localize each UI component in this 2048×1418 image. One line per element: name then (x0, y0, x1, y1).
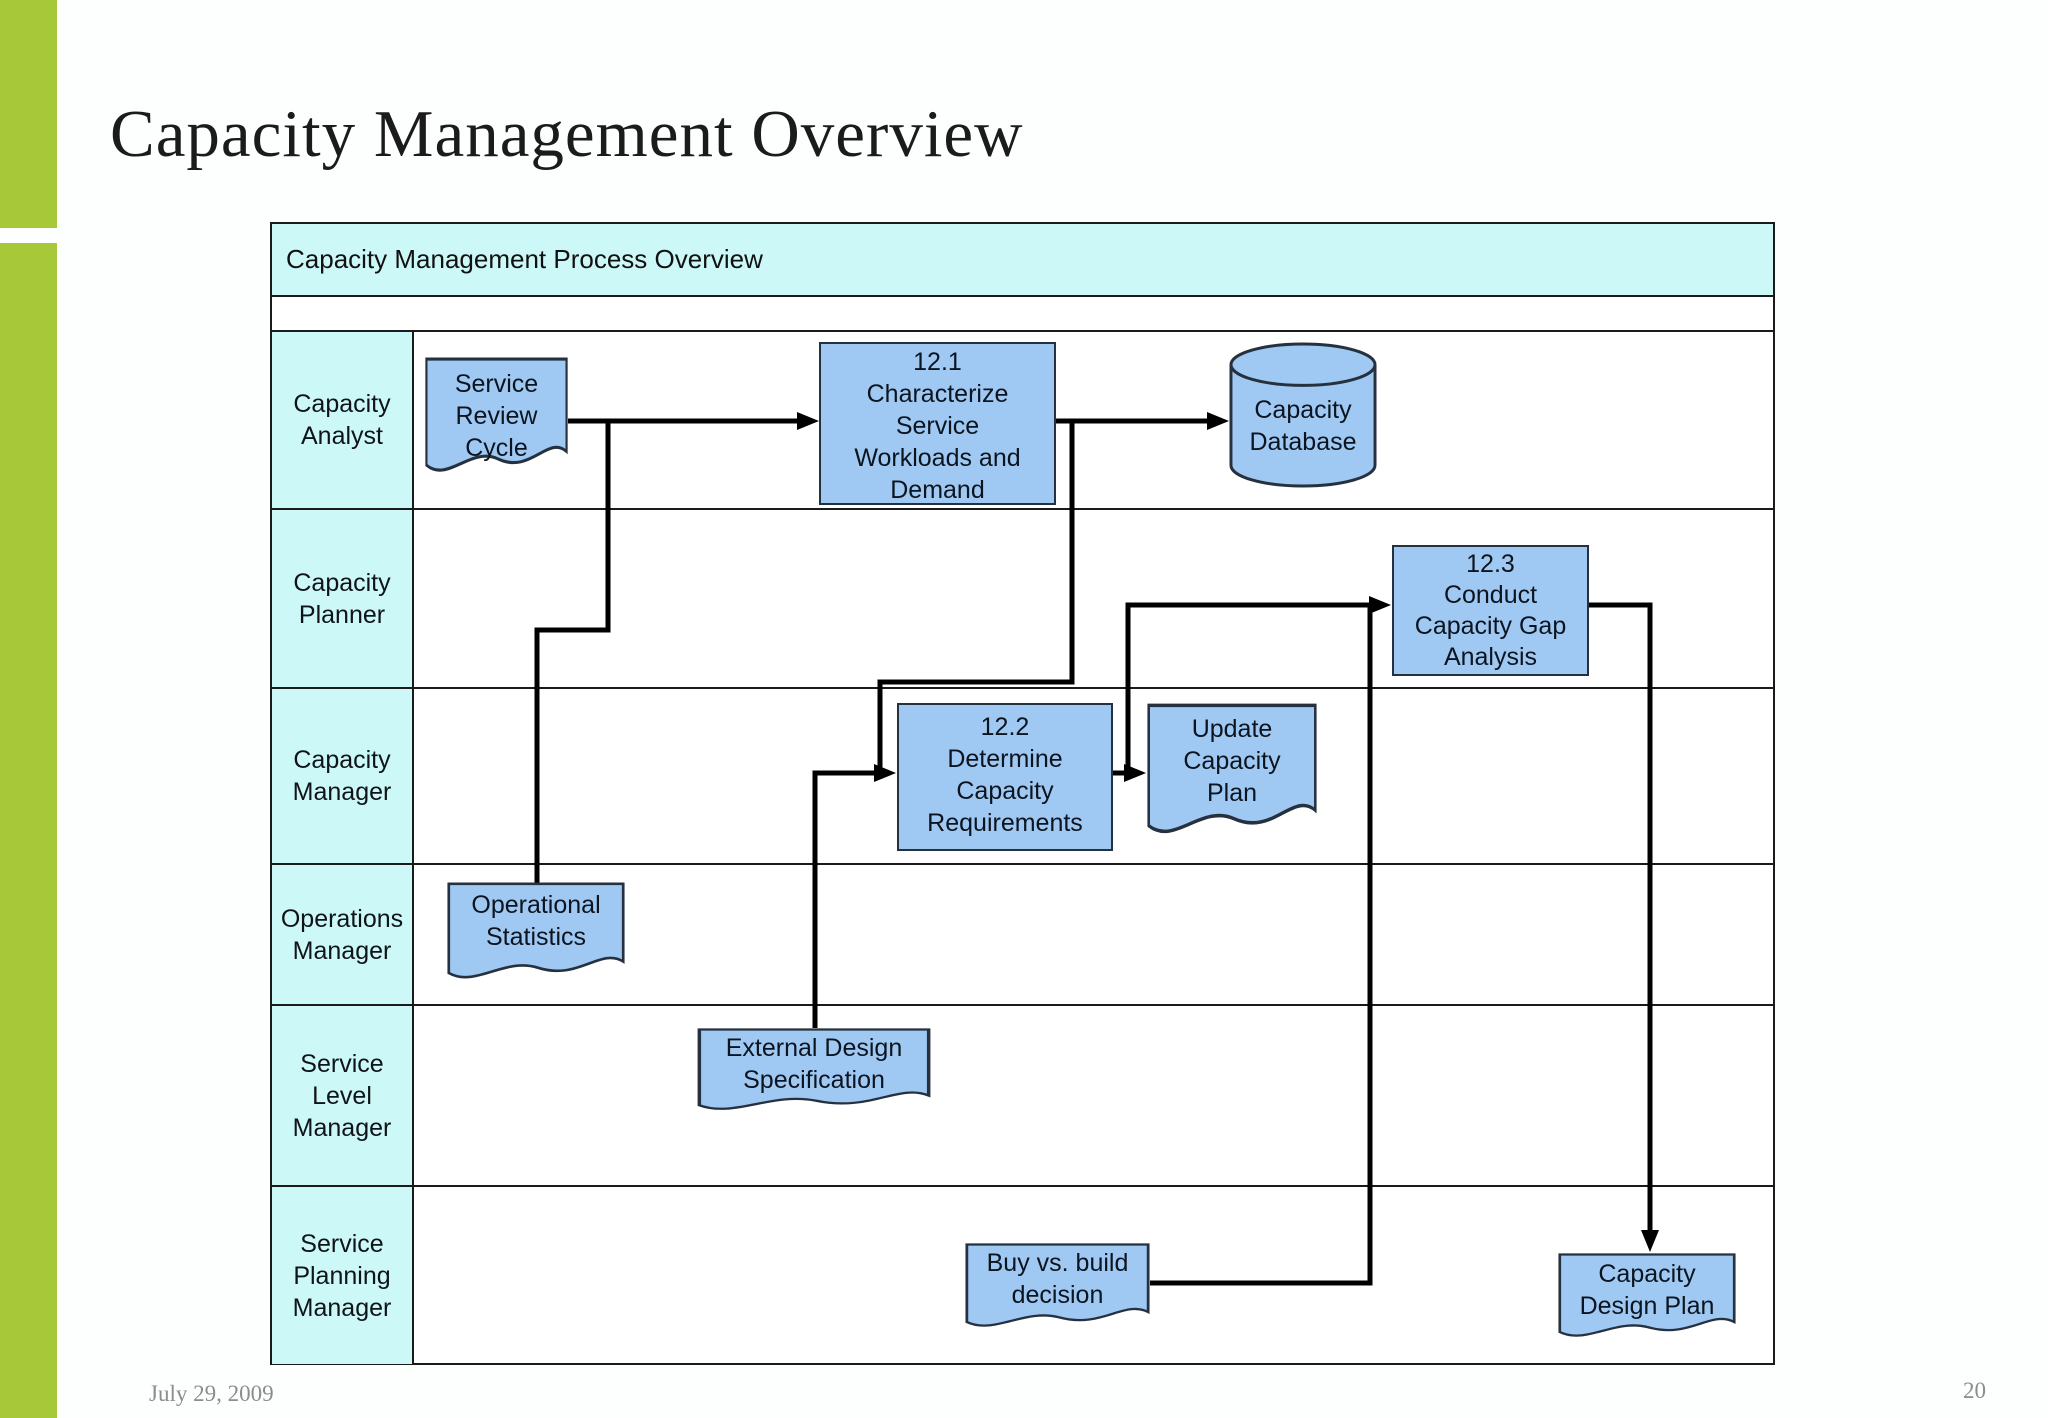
page-number: 20 (1963, 1378, 1986, 1403)
lane-label-service-planning-manager: Service Planning Manager (272, 1187, 414, 1364)
shape-buy-vs-build-decision: Buy vs. build decision (965, 1243, 1150, 1335)
lane-capacity-planner: Capacity Planner (272, 510, 1773, 689)
document-icon (1558, 1253, 1736, 1337)
diagram-title: Capacity Management Process Overview (286, 244, 763, 274)
document-icon (1147, 703, 1317, 834)
shape-update-capacity-plan: Update Capacity Plan (1147, 703, 1317, 846)
lane-label-capacity-analyst: Capacity Analyst (272, 332, 414, 508)
shape-label: 12.1 Characterize Service Workloads and … (854, 348, 1021, 504)
shape-service-review-cycle: Service Review Cycle (425, 357, 568, 483)
shape-capacity-design-plan: Capacity Design Plan (1558, 1253, 1736, 1345)
shape-label: 12.3 Conduct Capacity Gap Analysis (1414, 550, 1567, 671)
shape-label: Buy vs. build decision (986, 1249, 1129, 1309)
document-icon (697, 1028, 931, 1110)
slide-title: Capacity Management Overview (110, 97, 1024, 171)
shape-label: Capacity Database (1249, 396, 1357, 456)
shape-label: Operational Statistics (471, 891, 601, 951)
accent-bar-top (0, 0, 57, 228)
lane-label-service-level-manager: Service Level Manager (272, 1006, 414, 1185)
lane-label-capacity-manager: Capacity Manager (272, 689, 414, 863)
lane-capacity-manager: Capacity Manager (272, 689, 1773, 865)
accent-bar-main (0, 243, 57, 1418)
lane-capacity-analyst: Capacity Analyst (272, 332, 1773, 510)
diagram-title-row: Capacity Management Process Overview (272, 224, 1773, 297)
shape-label: External Design Specification (725, 1034, 903, 1094)
lane-label-capacity-planner: Capacity Planner (272, 510, 414, 687)
document-icon (447, 882, 625, 979)
shape-label: 12.2 Determine Capacity Requirements (927, 713, 1083, 837)
document-icon (425, 357, 568, 472)
lane-service-planning-manager: Service Planning Manager (272, 1187, 1773, 1364)
shape-operational-statistics: Operational Statistics (447, 882, 625, 988)
lane-label-operations-manager: Operations Manager (272, 865, 414, 1004)
document-icon (965, 1243, 1150, 1327)
diagram-spacer-row (272, 297, 1773, 332)
shape-capacity-database: Capacity Database (1229, 342, 1377, 488)
shape-step-12-2: 12.2 Determine Capacity Requirements (897, 703, 1113, 851)
shape-step-12-3: 12.3 Conduct Capacity Gap Analysis (1392, 545, 1589, 676)
shape-label: Service Review Cycle (454, 370, 539, 462)
database-icon (1229, 342, 1377, 488)
lane-operations-manager: Operations Manager (272, 865, 1773, 1006)
shape-external-design-specification: External Design Specification (697, 1028, 931, 1118)
shape-label: Update Capacity Plan (1183, 715, 1281, 807)
shape-step-12-1: 12.1 Characterize Service Workloads and … (819, 342, 1056, 505)
footer-date: July 29, 2009 (149, 1381, 274, 1406)
shape-label: Capacity Design Plan (1579, 1260, 1715, 1320)
lane-service-level-manager: Service Level Manager (272, 1006, 1773, 1187)
